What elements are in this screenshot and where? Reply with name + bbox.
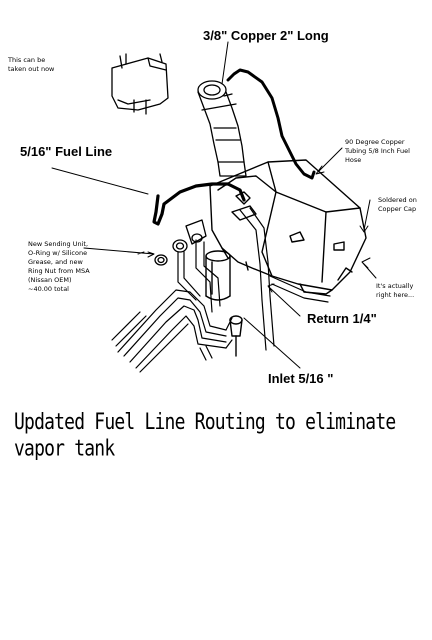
- pointer-lines: [51, 41, 377, 369]
- sending-unit: [154, 219, 207, 266]
- note-line: O-Ring w/ Silicone: [28, 249, 88, 257]
- fuel-pipes: [111, 207, 331, 373]
- note-line: New Sending Unit,: [28, 240, 89, 248]
- note-line: It's actually: [376, 282, 414, 290]
- copper-tubing-note: 90 Degree Copper Tubing 5/8 Inch Fuel Ho…: [345, 138, 410, 165]
- diagram-caption: Updated Fuel Line Routing to eliminate v…: [14, 409, 396, 462]
- note-line: Soldered on: [378, 196, 417, 204]
- removed-tank-note: This can be taken out now: [8, 56, 54, 74]
- note-line: right here...: [376, 291, 415, 299]
- note-line: Copper Cap: [378, 205, 417, 213]
- fuel-line-label: 5/16" Fuel Line: [20, 144, 113, 159]
- note-line: taken out now: [8, 65, 55, 73]
- right-here-note: It's actually right here...: [376, 282, 414, 300]
- note-line: 90 Degree Copper: [345, 138, 405, 146]
- note-line: ~40.00 total: [28, 285, 69, 293]
- fuel-tank: [209, 159, 367, 295]
- fuel-line-route: [152, 182, 246, 226]
- return-line-label: Return 1/4": [307, 311, 377, 326]
- note-line: Ring Nut from MSA: [28, 267, 90, 275]
- note-line: This can be: [8, 56, 46, 64]
- sending-unit-note: New Sending Unit, O-Ring w/ Silicone Gre…: [28, 240, 90, 294]
- fuel-filter: [205, 250, 243, 357]
- soldered-note: Soldered on Copper Cap: [378, 196, 417, 214]
- note-line: Hose: [345, 156, 362, 164]
- copper-line-route: [226, 68, 316, 180]
- inlet-line-label: Inlet 5/16 ": [268, 371, 334, 386]
- note-line: Grease, and new: [28, 258, 83, 266]
- vapor-tank: [111, 53, 169, 115]
- note-line: Tubing 5/8 Inch Fuel: [345, 147, 410, 155]
- copper-top-label: 3/8" Copper 2" Long: [203, 28, 329, 43]
- note-line: (Nissan OEM): [28, 276, 72, 284]
- filler-neck: [197, 80, 247, 177]
